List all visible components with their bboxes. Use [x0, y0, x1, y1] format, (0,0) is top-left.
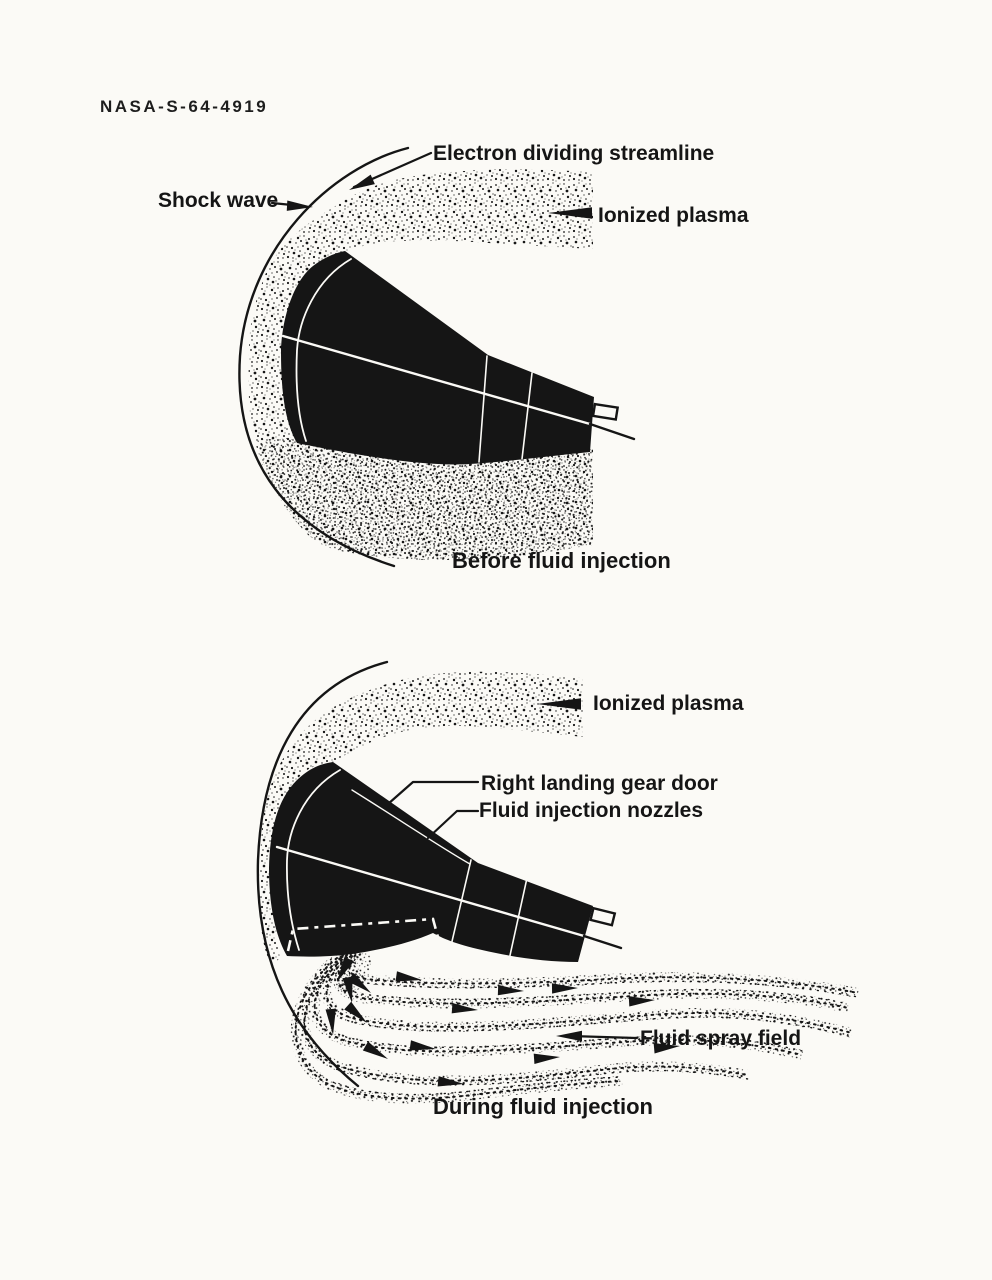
electron-streamline-label: Electron dividing streamline	[433, 142, 714, 165]
spacecraft-silhouette	[281, 251, 594, 465]
plasma-band	[259, 671, 583, 965]
centerline-extension	[582, 934, 623, 950]
centerline	[281, 334, 592, 426]
spray-field-arrowhead	[556, 1030, 582, 1042]
nose-fitting	[589, 906, 617, 927]
injection-nozzles-leader	[426, 809, 480, 840]
nose-fitting	[591, 402, 620, 421]
injection-nozzles-label: Fluid injection nozzles	[479, 799, 703, 822]
during-injection-diagram: Ionized plasma Right landing gear door F…	[256, 660, 858, 1119]
section-seam-2	[508, 877, 528, 961]
spacecraft-silhouette	[269, 762, 593, 962]
figure-id: NASA-S-64-4919	[100, 97, 268, 116]
plasma-band-lower-lobe	[257, 437, 593, 560]
centerline-extension	[588, 422, 636, 441]
centerline	[275, 845, 586, 938]
during-injection-caption: During fluid injection	[433, 1094, 653, 1119]
section-seam-1	[449, 859, 472, 951]
landing-gear-door-leader	[386, 780, 480, 806]
section-seam-2	[521, 372, 533, 460]
landing-gear-door-label: Right landing gear door	[481, 772, 718, 795]
before-injection-diagram: Electron dividing streamline Shock wave …	[158, 142, 749, 573]
shock-wave-arrowhead	[286, 200, 314, 213]
shock-wave-label: Shock wave	[158, 189, 278, 212]
fluid-spray-field	[296, 942, 858, 1099]
heat-shield-seam	[295, 258, 352, 442]
cone-seam	[351, 789, 471, 865]
ionized-plasma-label: Ionized plasma	[598, 204, 749, 227]
heat-shield-seam	[286, 769, 341, 951]
before-injection-caption: Before fluid injection	[452, 548, 671, 573]
spray-field-label: Fluid spray field	[640, 1027, 801, 1050]
ionized-plasma-label: Ionized plasma	[593, 692, 744, 715]
shock-wave-arc	[238, 146, 410, 568]
spray-origin-cloud	[333, 942, 371, 994]
section-seam-1	[478, 355, 488, 463]
